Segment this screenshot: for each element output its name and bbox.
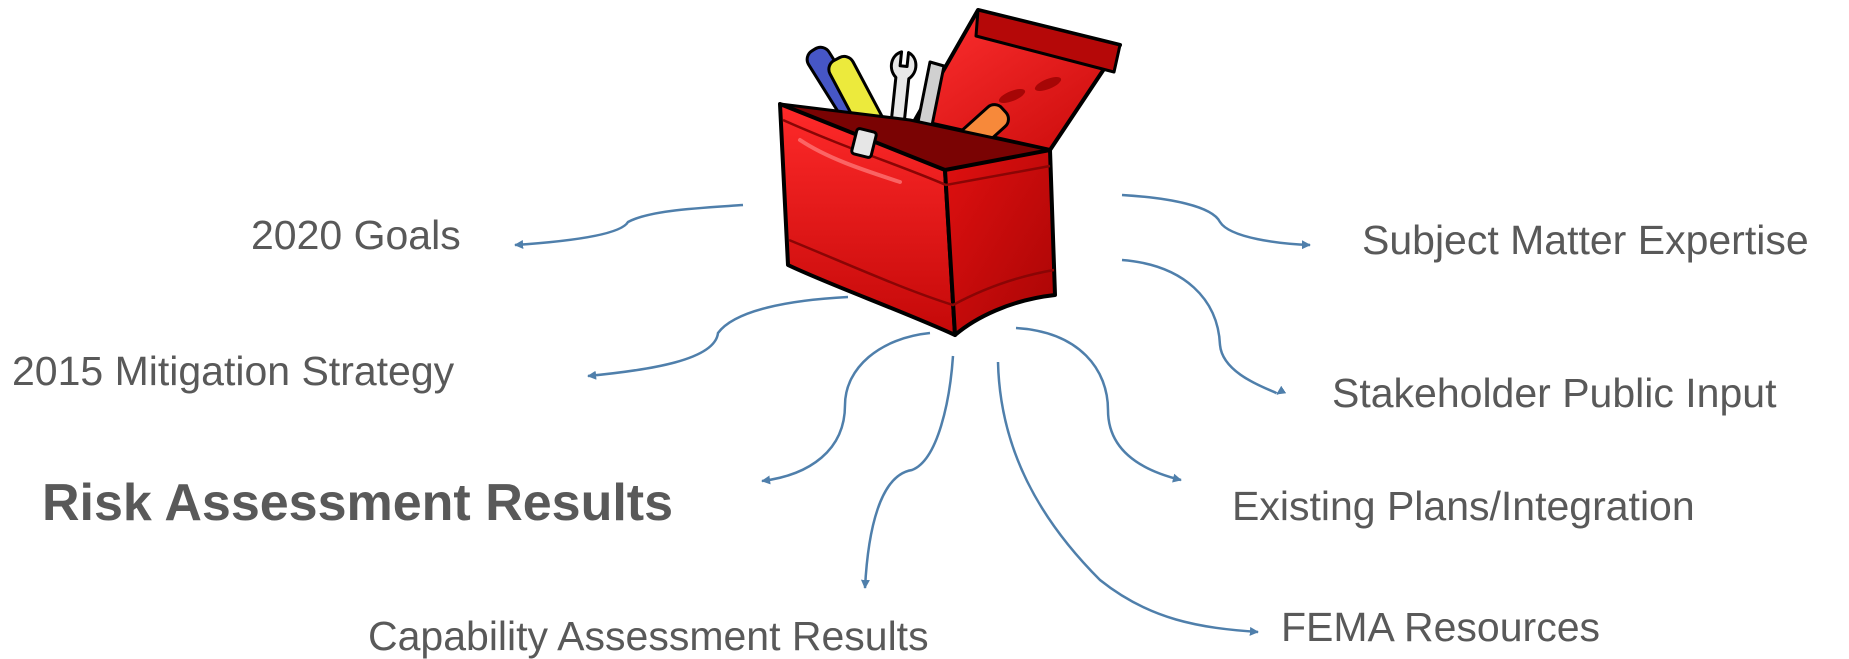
label-risk-assessment-results: Risk Assessment Results — [42, 474, 674, 532]
arrow-to-subject-matter — [1121, 193, 1311, 250]
label-existing-plans-integration: Existing Plans/Integration — [1232, 483, 1695, 529]
toolbox-side — [943, 148, 1057, 337]
arrow-to-capability-assessment — [860, 355, 955, 589]
label-2015-mitigation-strategy: 2015 Mitigation Strategy — [12, 348, 455, 394]
toolbox-front — [778, 102, 957, 337]
toolbox-latch — [850, 127, 878, 159]
label-subject-matter-expertise: Subject Matter Expertise — [1362, 217, 1809, 263]
arrow-to-fema-resources — [996, 361, 1259, 636]
label-capability-assessment-results: Capability Assessment Results — [368, 613, 929, 659]
arrow-to-stakeholder-input — [1121, 258, 1287, 396]
arrow-to-2015-mitigation — [587, 295, 849, 380]
arrow-to-2020-goals — [514, 203, 744, 249]
toolbox-lid-rim — [974, 8, 1122, 74]
label-2020-goals: 2020 Goals — [251, 212, 461, 258]
label-fema-resources: FEMA Resources — [1281, 604, 1600, 650]
arrow-to-existing-plans — [1015, 326, 1182, 483]
toolbox-icon — [778, 8, 1122, 337]
arrow-to-risk-assessment — [761, 331, 931, 485]
label-stakeholder-public-input: Stakeholder Public Input — [1332, 370, 1777, 416]
arrows — [514, 193, 1311, 636]
